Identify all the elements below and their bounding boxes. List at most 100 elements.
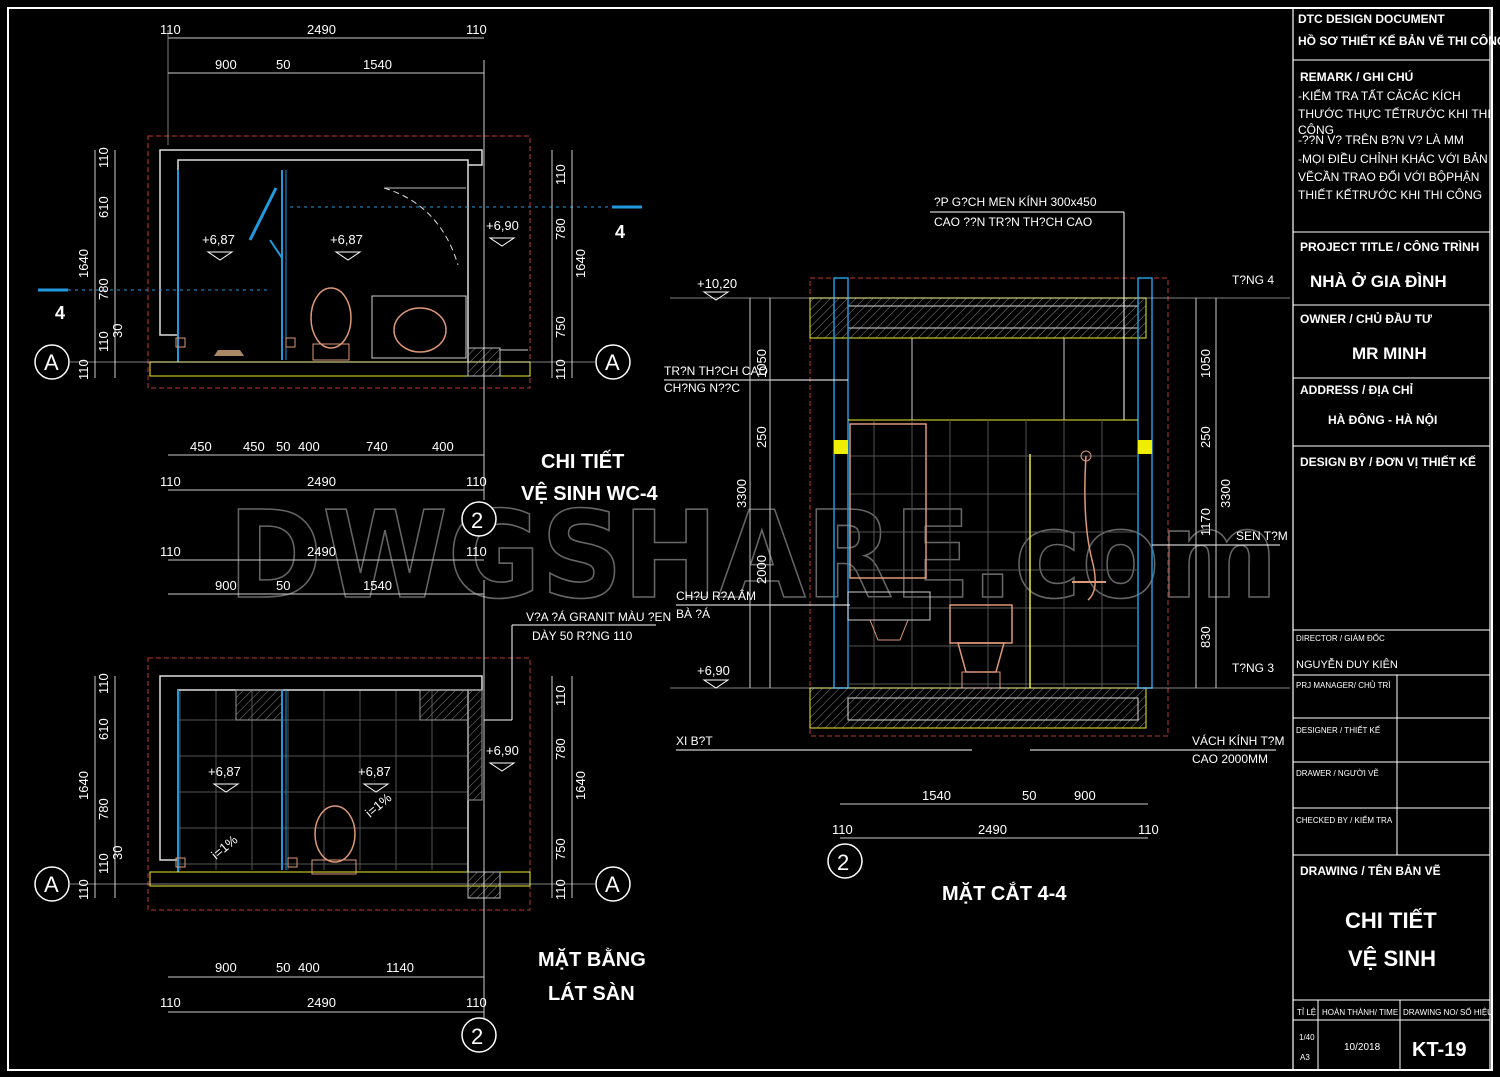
tb-director-value: NGUYỄN DUY KIÊN bbox=[1296, 658, 1398, 671]
dim: 1540 bbox=[363, 57, 392, 72]
dim-side: 110 bbox=[466, 544, 487, 559]
dim-side: 110 bbox=[160, 22, 181, 37]
tb-time-value: 10/2018 bbox=[1344, 1042, 1381, 1053]
dim-total: 2490 bbox=[307, 544, 336, 559]
dim: 50 bbox=[276, 57, 290, 72]
tb-remark-line: THƯỚC THỰC TẾTRƯỚC KHI THI bbox=[1298, 106, 1491, 121]
level-mark: +6,87 bbox=[208, 764, 241, 779]
dim-vertical: 110 bbox=[76, 359, 91, 380]
note-tile-1: ?P G?CH MEN KÍNH 300x450 bbox=[934, 194, 1097, 209]
dim-vertical: 1050 bbox=[1198, 349, 1213, 378]
dim-vertical: 110 bbox=[96, 331, 111, 352]
dim-vertical: 780 bbox=[96, 278, 111, 300]
dim: 1540 bbox=[363, 578, 392, 593]
dim-vertical: 830 bbox=[1198, 626, 1213, 648]
tb-company: DTC DESIGN DOCUMENT bbox=[1298, 12, 1445, 26]
dim-vertical: 30 bbox=[110, 846, 125, 860]
dim: 400 bbox=[298, 439, 320, 454]
floor-label-top: T?NG 4 bbox=[1232, 273, 1274, 287]
dim: 450 bbox=[190, 439, 212, 454]
note-sink-1: CH?U R?A ÂM bbox=[676, 588, 756, 603]
note-ceiling-1: TR?N TH?CH CAO bbox=[664, 364, 768, 378]
dim-vertical: 750 bbox=[553, 316, 568, 338]
tb-design-label: DESIGN BY / ĐƠN VỊ THIẾT KẾ bbox=[1300, 454, 1476, 469]
dim-side: 110 bbox=[466, 22, 487, 37]
level-mark: +6,87 bbox=[202, 232, 235, 247]
dim-side: 110 bbox=[160, 995, 181, 1010]
dim-vertical: 110 bbox=[96, 147, 111, 168]
dim-total: 2490 bbox=[307, 22, 336, 37]
dim-vertical: 1640 bbox=[76, 771, 91, 800]
dim-vertical: 110 bbox=[76, 879, 91, 900]
dim-vertical: 610 bbox=[96, 718, 111, 740]
plan1-title-line1: CHI TIẾT bbox=[541, 450, 624, 473]
dim-vertical: 250 bbox=[754, 426, 769, 448]
dim: 400 bbox=[298, 960, 320, 975]
tb-remark-line: -MỌI ĐIỀU CHỈNH KHÁC VỚI BẢN bbox=[1298, 151, 1488, 166]
note-tile-2: CAO ??N TR?N TH?CH CAO bbox=[934, 215, 1092, 229]
dim-total: 2490 bbox=[307, 995, 336, 1010]
tb-owner-label: OWNER / CHỦ ĐẦU TƯ bbox=[1300, 311, 1432, 326]
axis-label-a: A bbox=[605, 350, 620, 375]
tb-remark-line: -KIỂM TRA TẤT CẢCÁC KÍCH bbox=[1298, 88, 1461, 103]
dim-side: 110 bbox=[466, 474, 487, 489]
section-4-4: +10,20 +6,90 T?NG 4 T?NG 3 ?P G?CH MEN K… bbox=[664, 194, 1290, 905]
tb-drawing-no-label: DRAWING NO/ SỐ HIỆU bbox=[1403, 1007, 1493, 1017]
level-top: +10,20 bbox=[697, 276, 737, 291]
plan2-title-line1: MẶT BẰNG bbox=[538, 947, 646, 971]
grid-label-2: 2 bbox=[837, 850, 849, 875]
tb-remark-label: REMARK / GHI CHÚ bbox=[1300, 69, 1413, 84]
dim-vertical: 1640 bbox=[573, 771, 588, 800]
section-title: MẶT CẮT 4-4 bbox=[942, 881, 1067, 905]
tb-time-label: HOÀN THÀNH/ TIME bbox=[1322, 1008, 1398, 1017]
dim-vertical: 1170 bbox=[1198, 508, 1213, 536]
dim: 900 bbox=[215, 960, 237, 975]
tb-project-label: PROJECT TITLE / CÔNG TRÌNH bbox=[1300, 239, 1479, 254]
dim: 900 bbox=[215, 578, 237, 593]
section-mark-left: 4 bbox=[55, 303, 65, 323]
tb-drawing-title-2: VỆ SINH bbox=[1348, 946, 1436, 971]
tb-remark-line: -??N V? TRÊN B?N V? LÀ MM bbox=[1298, 132, 1464, 147]
axis-label-a: A bbox=[44, 350, 59, 375]
dim-vertical: 30 bbox=[110, 324, 125, 338]
note-glass-1: VÁCH KÍNH T?M bbox=[1192, 733, 1284, 748]
dim: 50 bbox=[276, 960, 290, 975]
dim-vertical: 110 bbox=[553, 879, 568, 900]
dim-vertical: 780 bbox=[96, 798, 111, 820]
dim: 740 bbox=[366, 439, 388, 454]
tb-owner-value: MR MINH bbox=[1352, 344, 1427, 363]
dim-vertical: 110 bbox=[553, 685, 568, 706]
tb-paper-size: A3 bbox=[1300, 1053, 1310, 1062]
dim-side: 110 bbox=[466, 995, 487, 1010]
dim: 50 bbox=[1022, 788, 1036, 803]
dim-total: 2490 bbox=[978, 822, 1007, 837]
tb-address-value: HÀ ĐÔNG - HÀ NỘI bbox=[1328, 412, 1437, 427]
grid-label-2: 2 bbox=[471, 1024, 483, 1049]
tb-remark-line: THIẾT KẾTRƯỚC KHI THI CÔNG bbox=[1298, 187, 1482, 202]
tb-pm-label: PRJ MANAGER/ CHỦ TRÌ bbox=[1296, 681, 1391, 690]
title-block: DTC DESIGN DOCUMENT HỒ SƠ THIẾT KẾ BẢN V… bbox=[1292, 7, 1500, 1071]
tb-scale-label: TỈ LỆ bbox=[1297, 1008, 1316, 1017]
dim-vertical: 110 bbox=[96, 853, 111, 874]
dim-vertical: 2000 bbox=[754, 555, 769, 584]
plan-floor-tiling: V?A ?Á GRANIT MÀU ?EN DÀY 50 R?NG 110 +6… bbox=[34, 544, 671, 1053]
note-granit-1: V?A ?Á GRANIT MÀU ?EN bbox=[526, 609, 671, 624]
dim-vertical: 3300 bbox=[734, 479, 749, 508]
tb-address-label: ADDRESS / ĐỊA CHỈ bbox=[1300, 382, 1414, 397]
dim-side: 110 bbox=[832, 822, 853, 837]
dim-vertical: 1640 bbox=[573, 249, 588, 278]
plan2-title-line2: LÁT SÀN bbox=[548, 982, 635, 1005]
level-mark: +6,90 bbox=[486, 218, 519, 233]
dim-vertical: 750 bbox=[553, 838, 568, 860]
axis-label-a: A bbox=[605, 872, 620, 897]
dim-vertical: 1640 bbox=[76, 249, 91, 278]
note-sink-2: BÀ ?Á bbox=[676, 606, 710, 621]
section-mark-right: 4 bbox=[615, 222, 625, 242]
dim-vertical: 110 bbox=[553, 359, 568, 380]
tb-checked-label: CHECKED BY / KIỂM TRA bbox=[1296, 816, 1393, 825]
dim-vertical: 110 bbox=[553, 164, 568, 185]
tb-director-label: DIRECTOR / GIÁM ĐỐC bbox=[1296, 633, 1385, 643]
tb-project-value: NHÀ Ở GIA ĐÌNH bbox=[1310, 272, 1447, 291]
grid-label-2: 2 bbox=[471, 508, 483, 533]
dim-vertical: 780 bbox=[553, 218, 568, 240]
